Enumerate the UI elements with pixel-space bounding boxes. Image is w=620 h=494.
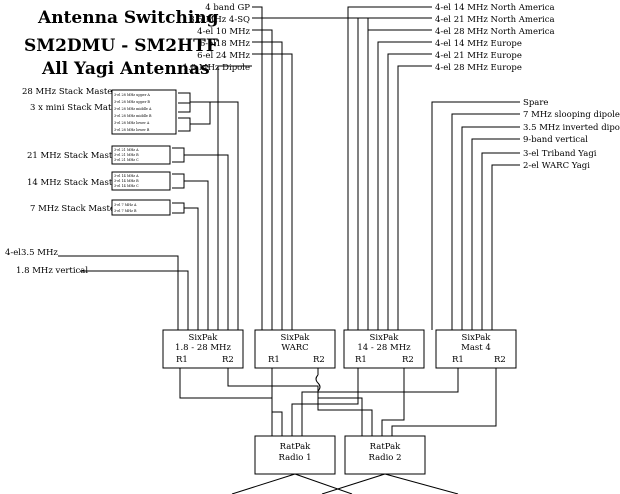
antenna-label: 6-el 24 MHz — [197, 51, 250, 61]
sixpak-3-r2: R2 — [402, 355, 414, 365]
right-antenna-wires — [431, 101, 520, 330]
sixpak-1-title: SixPak — [189, 333, 219, 343]
label-21mhz-stack-master: 21 MHz Stack Master — [27, 151, 122, 161]
title-line-1: Antenna Switching — [37, 8, 219, 28]
sixpak-4-title: SixPak — [462, 333, 492, 343]
sixpak-1-r2: R2 — [222, 355, 234, 365]
stack-28-port: 3-el 28 MHz upper B — [114, 100, 150, 104]
stack-28-ports: 3-el 28 MHz upper A 3-el 28 MHz upper B … — [111, 89, 177, 135]
sixpak-1-r1: R1 — [176, 355, 188, 365]
ratpak-1: RatPak Radio 1 — [254, 435, 336, 475]
stack-14-port: 3-el 14 MHz C — [114, 184, 139, 188]
stack-7-port: 3-el 7 MHz B — [114, 209, 137, 213]
top-right-antenna-wires — [347, 6, 432, 330]
antenna-label: 4-el 21 MHz North America — [435, 15, 555, 25]
sixpak-3: SixPak 14 - 28 MHz R1 R2 — [343, 329, 425, 369]
right-antenna-labels: Spare 7 MHz slooping dipole 3.5 MHz inve… — [523, 98, 620, 171]
sixpak-2: SixPak WARC R1 R2 — [254, 329, 336, 369]
sixpak-4-band: Mast 4 — [461, 343, 491, 353]
ratpak-2-title: RatPak — [370, 442, 401, 452]
sixpak-3-r1: R1 — [355, 355, 367, 365]
label-4el-3-5mhz: 4-el3.5 MHz — [5, 248, 58, 258]
title-line-3: All Yagi Antennas — [41, 59, 210, 79]
sixpak-4-r2: R2 — [494, 355, 506, 365]
top-left-antenna-labels: 4 band GP 3.5 MHz 4-SQ 4-el 10 MHz 6-el1… — [183, 3, 251, 73]
label-1-8mhz-vertical: 1.8 MHz vertical — [16, 266, 88, 276]
antenna-label: 4-el 21 MHz Europe — [435, 51, 522, 61]
stack-28-port: 3-el 28 MHz middle B — [114, 114, 152, 118]
stack-14-ports: 3-el 14 MHz A 3-el 14 MHz B 3-el 14 MHz … — [111, 171, 171, 191]
sixpak-1: SixPak 1.8 - 28 MHz R1 R2 — [162, 329, 244, 369]
label-28mhz-stack-master: 28 MHz Stack Master — [22, 87, 117, 97]
sixpak-4-r1: R1 — [452, 355, 464, 365]
sixpak-4: SixPak Mast 4 R1 R2 — [435, 329, 517, 369]
sixpak-1-band: 1.8 - 28 MHz — [175, 343, 231, 353]
sixpak-3-title: SixPak — [370, 333, 400, 343]
stack-28-port: 3-el 28 MHz lower B — [114, 128, 150, 132]
title-line-2: SM2DMU - SM2HTF — [24, 36, 218, 56]
antenna-label: 1.8 MHz Dipole — [183, 63, 250, 73]
antenna-label: 4-el 28 MHz Europe — [435, 63, 522, 73]
antenna-label: 4-el 28 MHz North America — [435, 27, 555, 37]
sixpak-2-r1: R1 — [268, 355, 280, 365]
antenna-label: 7 MHz slooping dipole — [523, 110, 620, 120]
stack-14-port: 3-el 14 MHz B — [114, 179, 139, 183]
antenna-label: 4 band GP — [205, 3, 250, 13]
label-mini-stack-match: 3 x mini Stack Match — [30, 103, 122, 113]
stack-7-ports: 3-el 7 MHz A 3-el 7 MHz B — [111, 199, 171, 216]
sixpak-2-band: WARC — [281, 343, 308, 353]
antenna-label: 9-band vertical — [523, 135, 588, 145]
antenna-label: 3.5 MHz inverted dipole — [523, 123, 620, 133]
sixpak-2-title: SixPak — [281, 333, 311, 343]
top-right-antenna-labels: 4-el 14 MHz North America 4-el 21 MHz No… — [435, 3, 555, 73]
radio-1-feed-right — [294, 473, 353, 494]
stack-28-port: 3-el 28 MHz lower A — [114, 121, 150, 125]
ratpak-2-radio: Radio 2 — [368, 453, 401, 463]
stack-28-port: 3-el 28 MHz middle A — [114, 107, 152, 111]
ratpak-1-title: RatPak — [280, 442, 311, 452]
radio-2-feed — [321, 473, 386, 494]
stack-7-port: 3-el 7 MHz A — [114, 203, 137, 207]
antenna-label: 3-el Triband Yagi — [523, 149, 597, 159]
ratpak-1-radio: Radio 1 — [278, 453, 311, 463]
radio-1-feed — [231, 473, 296, 494]
label-14mhz-stack-master: 14 MHz Stack Master — [27, 178, 122, 188]
stack-21-port: 3-el 21 MHz C — [114, 158, 139, 162]
stack-21-port: 3-el 21 MHz B — [114, 153, 139, 157]
antenna-label: 4-el 14 MHz Europe — [435, 39, 522, 49]
antenna-label: 4-el 10 MHz — [197, 27, 250, 37]
stack-14-port: 3-el 14 MHz A — [114, 174, 139, 178]
stack-21-port: 3-el 21 MHz A — [114, 148, 139, 152]
radio-2-feed-right — [384, 473, 459, 494]
stack-21-ports: 3-el 21 MHz A 3-el 21 MHz B 3-el 21 MHz … — [111, 145, 171, 165]
sixpak-3-band: 14 - 28 MHz — [357, 343, 411, 353]
antenna-label: 6-el18 MHz — [200, 39, 251, 49]
stack-28-port: 3-el 28 MHz upper A — [114, 93, 150, 97]
stack-master-wires — [58, 92, 239, 330]
antenna-label: 4-el 14 MHz North America — [435, 3, 555, 13]
label-7mhz-stack-master: 7 MHz Stack Master — [30, 204, 120, 214]
antenna-label: 2-el WARC Yagi — [523, 161, 590, 171]
antenna-label: Spare — [523, 98, 548, 108]
sixpak-2-r2: R2 — [313, 355, 325, 365]
antenna-label: 3.5 MHz 4-SQ — [189, 15, 250, 25]
ratpak-2: RatPak Radio 2 — [344, 435, 426, 475]
sixpak-to-ratpak-wires — [179, 368, 497, 436]
